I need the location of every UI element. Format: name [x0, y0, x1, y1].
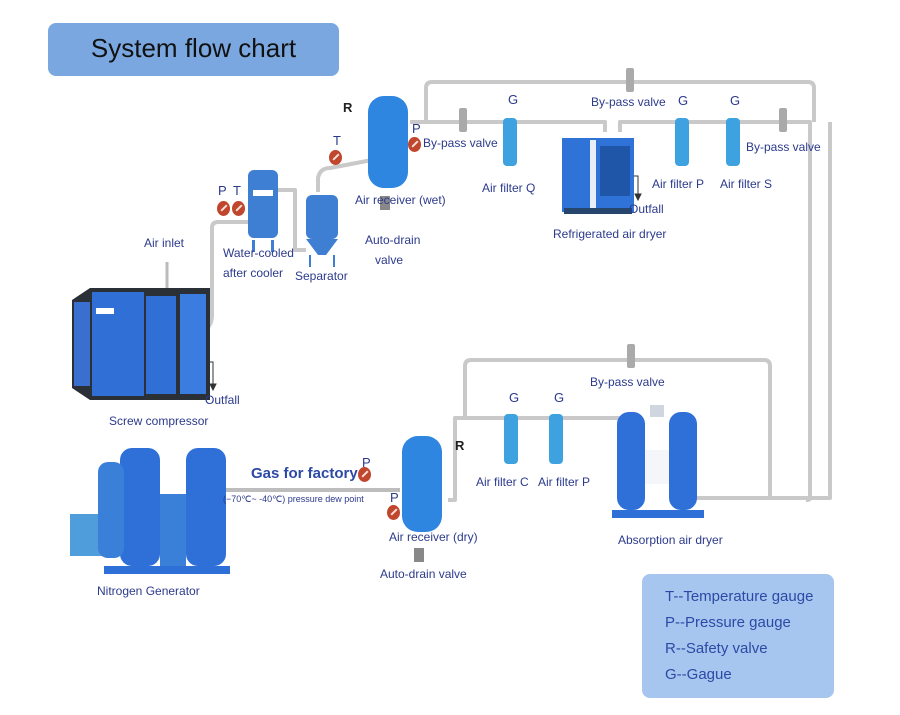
marker-g: G	[678, 93, 689, 108]
marker-p: P	[218, 183, 227, 198]
pipe-down-right	[685, 122, 832, 500]
marker-r: R	[455, 438, 465, 453]
legend-item-temperature: T--Temperature gauge	[665, 588, 814, 605]
label-air-receiver-wet: Air receiver (wet)	[355, 193, 446, 207]
marker-p: P	[390, 490, 399, 505]
legend: T--Temperature gauge P--Pressure gauge R…	[642, 574, 834, 698]
filters-top	[503, 118, 740, 166]
marker-g: G	[509, 390, 520, 405]
pipe-separator-receiver	[316, 158, 373, 192]
marker-g: G	[730, 93, 741, 108]
pipe-aftercooler-separator	[278, 188, 306, 252]
pressure-gauge-icon	[408, 137, 421, 152]
label-auto-drain-dry: Auto-drain valve	[380, 567, 467, 581]
label-nitrogen-generator: Nitrogen Generator	[97, 584, 200, 598]
marker-r: R	[343, 100, 353, 115]
filter-q-graphic	[503, 118, 517, 166]
label-bypass-valve: By-pass valve	[423, 136, 498, 150]
label-air-filter-c: Air filter C	[476, 475, 529, 489]
screw-compressor-graphic	[72, 288, 210, 400]
legend-item-pressure: P--Pressure gauge	[665, 614, 791, 631]
filter-c-graphic	[504, 414, 518, 464]
marker-t: T	[333, 133, 341, 148]
label-air-filter-s: Air filter S	[720, 177, 773, 191]
marker-t: T	[233, 183, 241, 198]
label-gas-for-factory: Gas for factory	[251, 465, 358, 482]
air-receiver-wet-graphic	[368, 96, 408, 210]
filter-p-top-graphic	[675, 118, 689, 166]
label-dew-point: (−70℃~ -40℃) pressure dew point	[223, 494, 364, 504]
pressure-gauge-icon	[358, 467, 371, 482]
marker-p: P	[412, 121, 421, 136]
label-screw-compressor: Screw compressor	[109, 414, 209, 428]
pressure-gauge-icon	[387, 505, 400, 520]
label-bypass-valve: By-pass valve	[746, 140, 821, 154]
label-air-filter-p: Air filter P	[652, 177, 705, 191]
label-outfall-compressor: Outfall	[205, 393, 240, 407]
label-after-cooler: after cooler	[223, 266, 284, 280]
bypass-valves	[459, 68, 787, 368]
aftercooler-graphic	[248, 170, 278, 252]
label-auto-drain-valve: valve	[375, 253, 404, 267]
label-outfall-dryer: Outfall	[629, 202, 664, 216]
legend-item-gauge: G--Gague	[665, 666, 732, 683]
pipe-bottom-main	[448, 416, 620, 502]
marker-p: P	[362, 455, 371, 470]
label-water-cooled: Water-cooled	[223, 246, 294, 260]
marker-g: G	[554, 390, 565, 405]
pipe-top-main-left	[410, 120, 607, 132]
page-title: System flow chart	[90, 33, 297, 63]
pressure-gauge-icon	[217, 201, 230, 216]
pipe-bypass-bottom	[463, 358, 772, 498]
air-receiver-dry-graphic	[402, 436, 442, 562]
legend-item-safety-valve: R--Safety valve	[665, 640, 768, 657]
label-air-filter-p: Air filter P	[538, 475, 591, 489]
label-absorption-dryer: Absorption air dryer	[618, 533, 723, 547]
pipe-top-main-right	[618, 120, 812, 502]
filters-bottom	[504, 414, 563, 464]
temperature-gauge-icon	[232, 201, 245, 216]
pipe-bypass-top	[424, 80, 816, 122]
marker-g: G	[508, 92, 519, 107]
label-air-inlet: Air inlet	[144, 236, 185, 250]
nitrogen-generator-graphic	[70, 448, 230, 574]
label-refrigerated-dryer: Refrigerated air dryer	[553, 227, 667, 241]
label-air-filter-q: Air filter Q	[482, 181, 536, 195]
filter-p-bottom-graphic	[549, 414, 563, 464]
separator-graphic	[306, 195, 338, 267]
title-box: System flow chart	[48, 23, 339, 76]
pipes	[165, 80, 832, 502]
label-bypass-valve: By-pass valve	[590, 375, 665, 389]
filter-s-graphic	[726, 118, 740, 166]
refrigerated-dryer-graphic	[562, 138, 634, 214]
label-auto-drain: Auto-drain	[365, 233, 421, 247]
label-air-receiver-dry: Air receiver (dry)	[389, 530, 478, 544]
label-separator: Separator	[295, 269, 348, 283]
absorption-dryer-graphic	[612, 405, 704, 518]
label-bypass-valve: By-pass valve	[591, 95, 666, 109]
temperature-gauge-icon	[329, 150, 342, 165]
